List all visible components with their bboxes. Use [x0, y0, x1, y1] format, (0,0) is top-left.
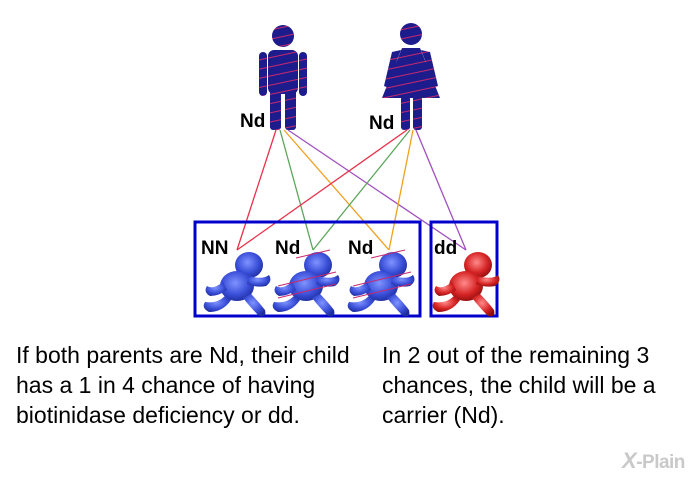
- line-father-nd2: [283, 129, 390, 251]
- child-figure-nn: [203, 252, 271, 317]
- father-figure: [259, 25, 307, 130]
- affected-child-box: [429, 220, 499, 318]
- child-figure-dd: [432, 252, 500, 317]
- line-mother-nd1: [312, 129, 411, 251]
- x-plain-logo: X-Plain: [622, 448, 685, 474]
- mother-figure: [382, 23, 440, 130]
- caption-right: In 2 out of the remaining 3 chances, the…: [382, 342, 656, 428]
- father-genotype-label: Nd: [240, 111, 266, 132]
- line-father-nd1: [279, 129, 314, 251]
- child-figure-nd-1: [272, 249, 340, 317]
- line-father-nn: [236, 129, 277, 251]
- unaffected-children-box: [193, 220, 422, 318]
- child-genotype-label-nn: NN: [201, 238, 229, 259]
- line-mother-nd2: [388, 129, 414, 251]
- line-mother-dd: [415, 129, 467, 251]
- logo-mark: X: [622, 448, 637, 473]
- caption-left: If both parents are Nd, their child has …: [16, 342, 350, 428]
- line-father-dd: [287, 129, 467, 251]
- child-genotype-label-dd: dd: [434, 238, 458, 259]
- line-mother-nn: [236, 129, 408, 251]
- logo-text: -Plain: [636, 452, 685, 473]
- child-genotype-label-nd-1: Nd: [275, 238, 301, 259]
- mother-genotype-label: Nd: [369, 113, 395, 134]
- child-genotype-label-nd-2: Nd: [348, 238, 374, 259]
- child-figure-nd-2: [347, 249, 415, 317]
